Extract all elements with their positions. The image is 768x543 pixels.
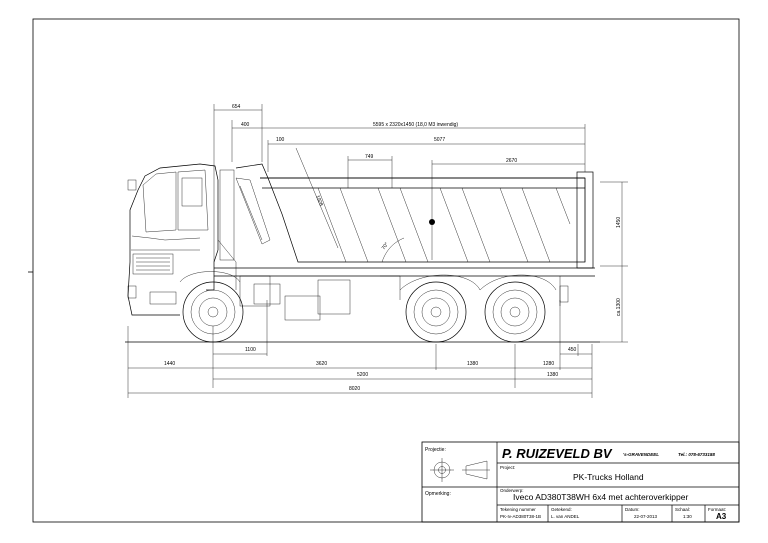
company-name: P. RUIZEVELD BV <box>502 446 613 461</box>
dim-8020: 8020 <box>349 386 360 392</box>
rear-wheel-2 <box>484 281 546 343</box>
dimension-lines: 654 400 5595 x 2320x1450 (18,0 M3 inwend… <box>127 104 628 398</box>
dim-1380b: 1380 <box>547 372 558 378</box>
project-value: PK-Trucks Holland <box>573 472 644 482</box>
dim-5200: 5200 <box>357 372 368 378</box>
dim-1380a: 1380 <box>467 361 478 367</box>
sheet-border <box>32 18 740 523</box>
dim-5077: 5077 <box>434 137 445 143</box>
project-label: Project: <box>500 465 515 470</box>
title-block: Projectie: P. RUIZEVELD BV 's-GRAVENDEEL… <box>421 441 740 523</box>
dim-2670: 2670 <box>506 158 517 164</box>
formaat-value: A3 <box>716 512 727 521</box>
tekening-label: Tekening nummer <box>500 507 536 512</box>
dim-1280: 1280 <box>543 361 554 367</box>
onderwerp-label: Onderwerp: <box>500 488 524 493</box>
opmerking-label: Opmerking: <box>425 491 451 497</box>
dim-1440: 1440 <box>164 361 175 367</box>
projection-symbol <box>430 458 490 482</box>
dim-400: 400 <box>241 122 250 128</box>
schaal-value: 1:30 <box>683 514 692 519</box>
chassis <box>179 267 595 321</box>
dim-3620: 3620 <box>316 361 327 367</box>
rear-wheel-1 <box>405 281 467 343</box>
projectie-label: Projectie: <box>425 447 446 453</box>
tekening-value: PK-Iv-AD380T38-1B <box>500 514 541 519</box>
dim-angle: 70° <box>381 242 390 252</box>
getekend-label: Getekend: <box>551 507 572 512</box>
dim-body-note: 5595 x 2320x1450 (18,0 M3 inwendig) <box>373 122 458 128</box>
formaat-label: Formaat: <box>708 507 726 512</box>
onderwerp-value: Iveco AD380T38WH 6x4 met achteroverkippe… <box>513 492 688 502</box>
company-tel: Tel.: 078-6733188 <box>678 452 715 457</box>
truck-drawing <box>125 163 600 343</box>
dim-100: 100 <box>276 137 285 143</box>
company-city: 's-GRAVENDEEL <box>623 452 659 457</box>
truck-cab <box>127 163 237 316</box>
dim-1100: 1100 <box>245 347 256 353</box>
datum-label: Datum: <box>625 507 640 512</box>
dim-1300: ca.1300 <box>616 298 622 316</box>
getekend-value: L. van ANDEL <box>551 514 580 519</box>
datum-value: 22-07-2013 <box>634 514 658 519</box>
schaal-label: Schaal: <box>675 507 690 512</box>
dim-450: 450 <box>568 347 577 353</box>
dim-749: 749 <box>365 154 374 160</box>
dim-1928: 1928 <box>314 195 324 208</box>
dim-1450: 1450 <box>616 217 622 228</box>
dim-654: 654 <box>232 104 241 110</box>
tipper-body <box>235 163 594 269</box>
